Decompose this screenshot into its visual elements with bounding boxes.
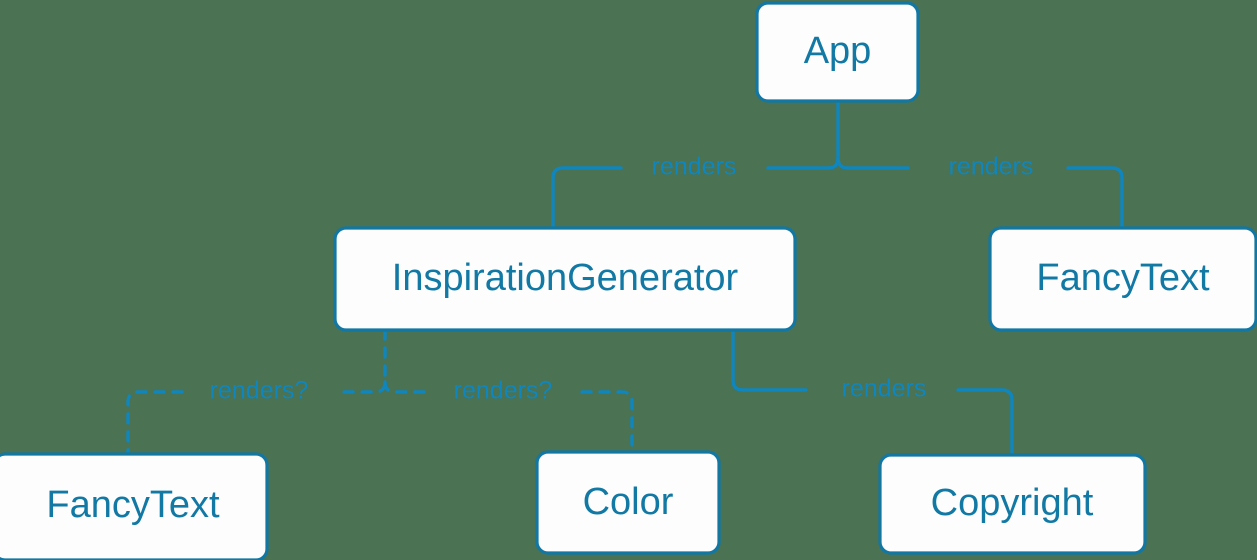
node-label-fancytext-bottom: FancyText bbox=[46, 484, 220, 526]
edge-path-inspiration-stem-right bbox=[383, 380, 427, 394]
node-inspiration-generator[interactable]: InspirationGenerator bbox=[333, 226, 797, 332]
edge-label-inspiration-to-color: renders? bbox=[454, 377, 553, 405]
node-box-fancytext-bottom[interactable] bbox=[0, 452, 269, 560]
edge-path-app-to-inspiration-generator bbox=[551, 166, 623, 230]
edge-path-inspiration-stem bbox=[335, 328, 387, 394]
edge-label-inspiration-to-fancytext: renders? bbox=[210, 377, 309, 405]
node-label-fancytext-top: FancyText bbox=[1036, 257, 1210, 299]
node-app[interactable]: App bbox=[755, 1, 920, 103]
node-box-color[interactable] bbox=[535, 450, 721, 555]
edge-path-app-to-fancytext-top bbox=[1066, 166, 1124, 230]
edge-label-app-to-fancytext-top: renders bbox=[949, 153, 1034, 181]
edge-path-app-stem bbox=[766, 99, 840, 170]
node-fancytext-bottom[interactable]: FancyText bbox=[0, 452, 269, 560]
edge-path-inspiration-to-copyright bbox=[731, 328, 808, 392]
node-color[interactable]: Color bbox=[535, 450, 721, 555]
edge-path-copyright-drop bbox=[956, 388, 1014, 457]
node-label-color: Color bbox=[583, 481, 674, 523]
node-copyright[interactable]: Copyright bbox=[878, 453, 1147, 555]
edge-app-to-inspiration-generator: renders bbox=[551, 99, 840, 230]
node-box-copyright[interactable] bbox=[878, 453, 1147, 555]
node-box-fancytext-top[interactable] bbox=[988, 226, 1257, 332]
node-box-app[interactable] bbox=[755, 1, 920, 103]
edge-path-app-stem-right bbox=[836, 156, 910, 170]
edge-path-inspiration-to-fancytext bbox=[126, 390, 184, 456]
node-fancytext-top[interactable]: FancyText bbox=[988, 226, 1257, 332]
edge-label-app-to-inspiration-generator: renders bbox=[652, 153, 737, 181]
edge-path-inspiration-to-color bbox=[580, 390, 634, 454]
node-box-inspiration-generator[interactable] bbox=[333, 226, 797, 332]
node-label-inspiration-generator: InspirationGenerator bbox=[392, 257, 739, 299]
edge-inspiration-to-color: renders? bbox=[383, 377, 634, 454]
edge-label-inspiration-to-copyright: renders bbox=[842, 375, 927, 403]
node-label-copyright: Copyright bbox=[931, 482, 1094, 524]
edge-inspiration-to-copyright: renders bbox=[731, 328, 1014, 457]
edge-inspiration-to-fancytext: renders? bbox=[126, 328, 387, 456]
node-label-app: App bbox=[804, 30, 872, 72]
edge-app-to-fancytext-top: renders bbox=[836, 153, 1124, 230]
